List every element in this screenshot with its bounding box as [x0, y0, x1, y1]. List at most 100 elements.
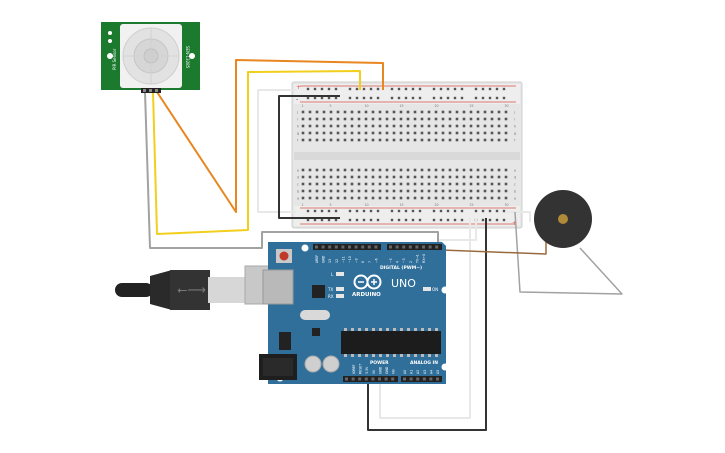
row-letter: e	[297, 169, 299, 173]
digital-pin-label: GND	[322, 255, 326, 263]
arduino-logo-icon	[353, 274, 382, 290]
column-number: 30	[505, 203, 509, 207]
rail-plus-bottom: +	[512, 220, 517, 227]
led-l-label: L	[331, 272, 334, 277]
power-pin-label: IOREF	[352, 364, 356, 374]
power-pin-label: Vin	[392, 369, 396, 374]
power-pin-label: 3.3V	[365, 366, 369, 374]
column-number: 10	[365, 104, 369, 108]
analog-pin-label: A2	[416, 370, 420, 374]
digital-pin-label: 12	[335, 259, 339, 263]
wire-white-right	[379, 218, 471, 419]
digital-pin-label: ~3	[402, 258, 406, 263]
column-number: 1	[302, 203, 304, 207]
wire-white-buzzer	[505, 211, 531, 222]
led-tx-label: TX	[327, 287, 333, 292]
column-number: 15	[400, 203, 404, 207]
analog-pin-label: A5	[436, 370, 440, 374]
row-letter: h	[297, 125, 299, 129]
chip-pins-bottom	[344, 354, 438, 357]
analog-pin-label: A3	[423, 370, 427, 374]
row-letter: c	[297, 183, 299, 187]
power-label: POWER	[370, 360, 389, 366]
analog-label: ANALOG IN	[410, 360, 438, 366]
row-letter: j	[513, 111, 515, 115]
wire-yellow	[152, 70, 361, 235]
row-letter: b	[297, 190, 300, 194]
digital-pin-label: ~6	[374, 258, 378, 263]
row-letter: g	[514, 132, 516, 136]
column-number: 30	[505, 104, 509, 108]
row-letter: b	[514, 190, 517, 194]
power-pin-label: GND	[385, 366, 389, 374]
digital-pin-label: RX←0	[422, 254, 426, 263]
row-letter: c	[514, 183, 516, 187]
arduino-brand: ARDUINO	[352, 292, 381, 298]
digital-pin-label: 2	[409, 261, 413, 263]
header-holes	[315, 245, 439, 381]
led-on-label: ON	[432, 287, 438, 292]
led-rx-label: RX	[328, 294, 334, 299]
digital-pin-label: ~5	[389, 258, 393, 263]
pir-label-left: PIR Sensor	[112, 48, 117, 70]
row-letter: i	[514, 118, 515, 122]
digital-pin-label: 7	[368, 261, 372, 263]
breadboard-holes	[301, 87, 508, 222]
row-letter: a	[514, 197, 516, 201]
column-number: 20	[435, 104, 439, 108]
pir-label-right: SEN-13285	[185, 46, 190, 69]
column-number: 25	[470, 203, 474, 207]
digital-pin-label: ~9	[355, 258, 359, 263]
column-number: 5	[330, 203, 332, 207]
digital-pin-label: TX→1	[415, 254, 419, 264]
row-letter: i	[297, 118, 298, 122]
usb-icon: ⭠⟶	[177, 283, 206, 298]
wire-black-left	[278, 95, 340, 219]
arduino-model: UNO	[391, 277, 416, 290]
power-pin-label: GND	[378, 366, 382, 374]
power-pin-label: 5V	[372, 369, 376, 374]
row-letter: j	[296, 111, 298, 115]
row-letter: d	[297, 176, 299, 180]
piezo-buzzer	[534, 190, 592, 248]
column-number: 25	[470, 104, 474, 108]
analog-pin-label: A1	[410, 370, 414, 374]
column-number: 5	[330, 104, 332, 108]
digital-header-label: DIGITAL (PWM~)	[380, 265, 422, 271]
digital-pin-label: ~11	[341, 256, 345, 263]
wire-black-right	[367, 218, 487, 431]
row-letter: e	[514, 169, 516, 173]
digital-pin-label: ~10	[348, 256, 352, 263]
rail-plus-top: +	[296, 84, 301, 91]
row-letter: f	[297, 139, 299, 143]
chip-pins-top	[344, 328, 438, 331]
digital-pin-label: 13	[328, 259, 332, 263]
wires	[144, 59, 623, 431]
column-number: 1	[302, 104, 304, 108]
column-number: 10	[365, 203, 369, 207]
column-number: 20	[435, 203, 439, 207]
row-letter: h	[514, 125, 516, 129]
pir-sensor: PIR Sensor SEN-13285	[101, 22, 200, 93]
row-letter: g	[297, 132, 299, 136]
wire-gray-buzzer	[514, 211, 623, 295]
row-letter: a	[297, 197, 299, 201]
digital-pin-label: 4	[396, 261, 400, 263]
rail-minus-top: -	[296, 96, 298, 103]
wire-gray-pir	[144, 91, 439, 249]
digital-pin-label: AREF	[315, 255, 319, 263]
analog-pin-label: A0	[403, 370, 407, 374]
power-pin-label: RESET	[359, 364, 363, 374]
analog-pin-label: A4	[429, 370, 433, 374]
wire-orange	[156, 59, 384, 213]
arduino-uno: L TX RX ON ARDUINO UNO DIGITAL (PWM~) PO…	[259, 242, 449, 384]
wire-white-loop	[257, 89, 296, 213]
row-letter: f	[514, 139, 516, 143]
digital-pin-label: 8	[361, 261, 365, 263]
